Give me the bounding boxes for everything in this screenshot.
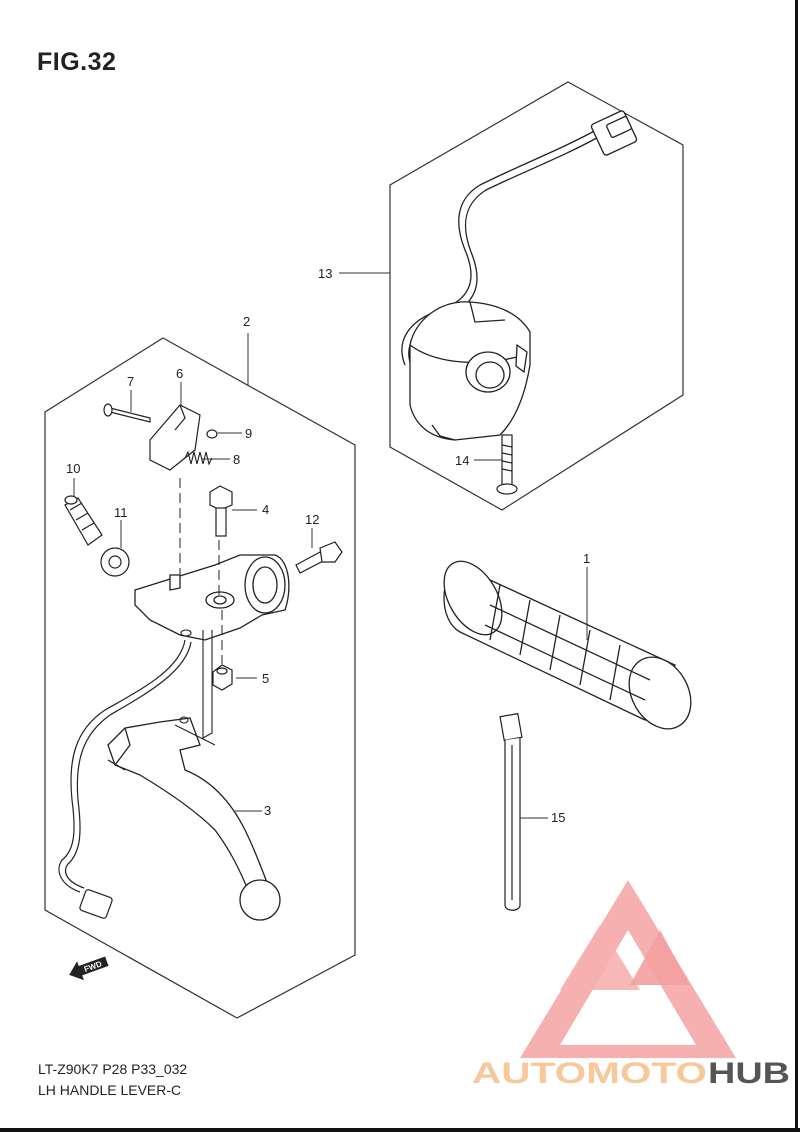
part-15-cable-tie [499, 712, 523, 911]
callout-4: 4 [262, 502, 269, 517]
page-border-bottom [0, 1128, 800, 1132]
callout-8: 8 [233, 452, 240, 467]
lever-pivot-bracket-line [174, 629, 216, 746]
figure-title: FIG.32 [37, 48, 117, 76]
figure-code: LT-Z90K7 P28 P33_032 [38, 1061, 188, 1077]
part-12-bolt [295, 541, 343, 574]
page-border-right [795, 0, 798, 1132]
part-10-adjuster [64, 495, 103, 546]
part-5-nut [212, 664, 233, 691]
part-8-spring [184, 450, 213, 466]
part-3-clutch-lever [107, 717, 281, 921]
callout-10: 10 [66, 461, 80, 476]
switch-assembly-frame [389, 81, 684, 511]
part-13-switch-housing [401, 110, 638, 441]
callout-6: 6 [176, 366, 183, 381]
watermark-triangle-accent-2 [630, 930, 690, 985]
fwd-label: FWD [83, 959, 103, 974]
part-7-pin [103, 403, 151, 423]
part-9-clip [206, 429, 218, 439]
watermark-text-hub: HUB [708, 1057, 790, 1090]
callout-1: 1 [583, 551, 590, 566]
callout-9: 9 [245, 426, 252, 441]
callout-3: 3 [264, 803, 271, 818]
callout-5: 5 [262, 671, 269, 686]
watermark-triangle-accent [560, 925, 640, 990]
switch-wire-harness [58, 639, 192, 919]
part-11-locknut [100, 547, 130, 577]
part-14-screw [496, 434, 518, 495]
callout-labels: 1 2 3 4 5 6 7 8 9 10 11 12 13 14 15 [66, 266, 590, 825]
part-1-handlebar-grip [443, 560, 692, 730]
callout-13: 13 [318, 266, 332, 281]
watermark-text-automoto: AUTOMOTO [472, 1057, 707, 1090]
callout-12: 12 [305, 512, 319, 527]
callout-leader-lines [73, 272, 588, 819]
watermark-text: AUTOMOTO HUB [472, 1057, 790, 1090]
callout-11: 11 [114, 505, 128, 520]
figure-name: LH HANDLE LEVER-C [38, 1082, 182, 1098]
watermark-logo [520, 880, 736, 1058]
callout-2: 2 [243, 314, 250, 329]
assembly-guide-lines [179, 478, 223, 664]
forward-direction-marker: FWD [69, 956, 109, 981]
lever-assembly-frame [44, 337, 356, 1019]
callout-14: 14 [455, 453, 469, 468]
callout-15: 15 [551, 810, 565, 825]
part-2-lever-bracket [134, 554, 290, 641]
callout-7: 7 [127, 374, 134, 389]
part-4-bolt [209, 485, 233, 537]
